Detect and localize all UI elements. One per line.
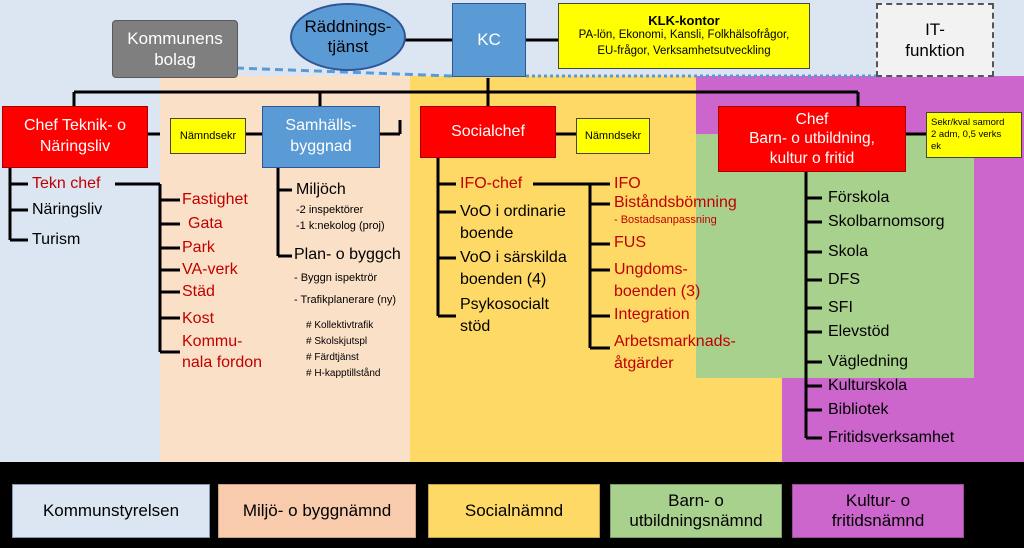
naringsliv-item: Näringsliv <box>32 201 103 218</box>
ifo-item: IFO <box>614 175 641 192</box>
legend-kultur: Kultur- o fritidsnämnd <box>792 484 964 538</box>
trafikplanerare-item: - Trafikplanerare (ny) <box>294 294 397 306</box>
fritidsverksamhet-item: Fritidsverksamhet <box>828 429 955 446</box>
miljoch-sub: -2 inspektörer -1 k:nekolog (proj) <box>296 204 385 232</box>
turism-item: Turism <box>32 231 81 248</box>
legend-kommunstyrelsen-label: Kommunstyrelsen <box>42 500 180 520</box>
integration-item: Integration <box>614 306 690 323</box>
sekr-kval-box: Sekr/kval samord 2 adm, 0,5 verks ek <box>926 112 1022 158</box>
namndsekr-box-1: Nämndsekr <box>170 118 246 154</box>
voo-ordinarie-item: VoO i ordinarie boende <box>460 203 566 242</box>
raddningstjanst-ellipse: Räddnings- tjänst <box>290 3 406 71</box>
chef-teknik-box: Chef Teknik- o Näringsliv <box>2 106 148 168</box>
ungdomsboenden-item: Ungdoms- boenden (3) <box>614 261 701 300</box>
park-item: Park <box>182 239 215 256</box>
samhallsbyggnad-label: Samhälls- byggnad <box>285 117 357 155</box>
plan-byggch-item: Plan- o byggch <box>294 246 401 263</box>
sfi-item: SFI <box>828 299 853 316</box>
skola-item: Skola <box>828 243 869 260</box>
skolbarnomsorg-item: Skolbarnomsorg <box>828 213 945 230</box>
samhallsbyggnad-box: Samhälls- byggnad <box>262 106 380 168</box>
trafik-sub: # Kollektivtrafik # Skolskjutspl # Färdt… <box>306 320 381 379</box>
fastighet-item: Fastighet <box>182 191 248 208</box>
klk-kontor-title: KLK-kontor <box>648 12 720 28</box>
forskola-item: Förskola <box>828 189 890 206</box>
vagledning-item: Vägledning <box>828 353 909 370</box>
kulturskola-item: Kulturskola <box>828 377 908 394</box>
kommunens-bolag-label: Kommunens bolag <box>127 28 223 69</box>
legend-miljo: Miljö- o byggnämnd <box>218 484 416 538</box>
gata-item: Gata <box>188 215 223 232</box>
stad-item: Städ <box>182 283 215 300</box>
psykosocialt-item: Psykosocialt stöd <box>460 296 549 335</box>
legend-social-label: Socialnämnd <box>464 500 564 520</box>
socialchef-label: Socialchef <box>451 123 525 140</box>
klk-kontor-box: KLK-kontor PA-lön, Ekonomi, Kansli, Folk… <box>558 3 810 69</box>
ifo-chef-item: IFO-chef <box>460 175 523 192</box>
bg-social-lower <box>696 378 782 462</box>
tekn-chef-item: Tekn chef <box>32 175 101 192</box>
kc-label: KC <box>477 30 501 49</box>
legend-barn: Barn- o utbildningsnämnd <box>610 484 782 538</box>
namndsekr-label-2: Nämndsekr <box>584 130 642 142</box>
bistandsbomning-item: Biståndsbömning <box>614 194 737 211</box>
kommunala-fordon-item: Kommu- nala fordon <box>182 333 263 371</box>
bostadsanpassning-item: - Bostadsanpassning <box>614 214 717 226</box>
klk-kontor-body: PA-lön, Ekonomi, Kansli, Folkhälsofrågor… <box>578 28 790 57</box>
fus-item: FUS <box>614 234 646 251</box>
byggn-inspektor-item: - Byggn ispektrör <box>294 272 378 284</box>
legend-kommunstyrelsen: Kommunstyrelsen <box>12 484 210 538</box>
arbetsmarknad-item: Arbetsmarknads- åtgärder <box>614 333 736 372</box>
legend-barn-label: Barn- o utbildningsnämnd <box>629 490 763 530</box>
kommunens-bolag-box: Kommunens bolag <box>112 20 238 78</box>
socialchef-box: Socialchef <box>420 106 556 158</box>
bg-barn <box>696 134 974 378</box>
miljoch-item: Miljöch <box>296 181 346 198</box>
legend-kultur-label: Kultur- o fritidsnämnd <box>831 490 925 530</box>
chef-barn-label: Chef Barn- o utbildning, kultur o fritid <box>749 110 875 167</box>
voo-sarskilda-item: VoO i särskilda boenden (4) <box>460 249 567 288</box>
kost-item: Kost <box>182 310 215 327</box>
chef-barn-box: Chef Barn- o utbildning, kultur o fritid <box>718 106 906 172</box>
legend-social: Socialnämnd <box>428 484 600 538</box>
va-verk-item: VA-verk <box>182 261 238 278</box>
dfs-item: DFS <box>828 271 860 288</box>
kc-box: KC <box>452 3 526 77</box>
connector-lines <box>8 38 926 440</box>
it-funktion-label: IT- funktion <box>905 19 965 60</box>
chef-teknik-label: Chef Teknik- o Näringsliv <box>24 117 126 155</box>
it-funktion-box: IT- funktion <box>876 3 994 77</box>
namndsekr-box-2: Nämndsekr <box>576 118 650 154</box>
legend-miljo-label: Miljö- o byggnämnd <box>242 500 392 520</box>
namndsekr-label-1: Nämndsekr <box>179 130 237 142</box>
raddningstjanst-label: Räddnings- tjänst <box>304 16 392 56</box>
elevstod-item: Elevstöd <box>828 323 890 340</box>
sekr-kval-label: Sekr/kval samord 2 adm, 0,5 verks ek <box>931 117 1005 152</box>
bibliotek-item: Bibliotek <box>828 401 889 418</box>
